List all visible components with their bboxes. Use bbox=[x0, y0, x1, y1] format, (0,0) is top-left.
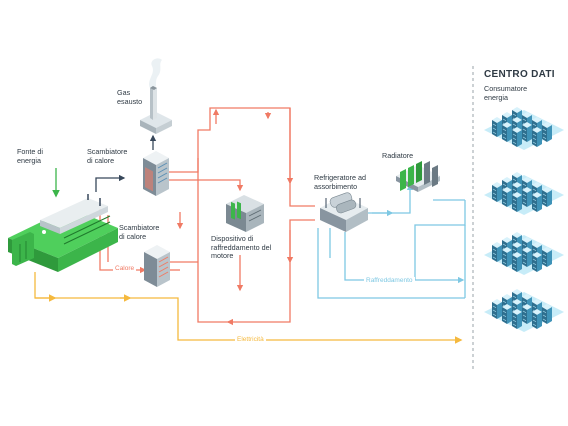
heat-lines bbox=[99, 107, 315, 326]
absorption-chiller-icon bbox=[320, 192, 368, 232]
absorption-chiller-label: Refrigeratore ad assorbimento bbox=[314, 173, 366, 191]
cooling-lines bbox=[317, 183, 466, 299]
generator-icon bbox=[8, 194, 118, 272]
electricity-lines bbox=[34, 272, 463, 344]
server-rack-group-3 bbox=[484, 231, 564, 275]
heat-exchanger-bottom-label: Scambiatore di calore bbox=[119, 223, 160, 241]
radiator-label: Radiatore bbox=[382, 151, 414, 160]
server-rack-group-1 bbox=[484, 106, 564, 150]
datacenter-title: CENTRO DATI bbox=[484, 69, 555, 80]
server-rack-group-2 bbox=[484, 171, 564, 215]
heat-flow-label: Calore bbox=[113, 265, 137, 272]
energy-consumer-label: Consumatore energia bbox=[484, 84, 528, 102]
heat-exchanger-bottom-icon bbox=[144, 245, 170, 287]
datacenter-rack-cluster bbox=[484, 106, 564, 332]
electricity-flow-label: Elettricità bbox=[235, 336, 266, 343]
engine-cooling-device-label: Dispositivo di raffreddamento del motore bbox=[211, 234, 272, 260]
chimney-icon bbox=[140, 58, 172, 134]
heat-exchanger-top-label: Scambiatore di calore bbox=[87, 147, 128, 165]
engine-cooling-device-icon bbox=[226, 195, 264, 232]
gas-exhaust-label: Gas esausto bbox=[117, 88, 143, 106]
server-rack-group-4 bbox=[484, 288, 564, 332]
heat-exchanger-top-icon bbox=[143, 151, 169, 196]
energy-source-label: Fonte di energia bbox=[17, 147, 43, 165]
cooling-flow-label: Raffreddamento bbox=[364, 277, 415, 284]
exhaust-connectors bbox=[95, 134, 157, 192]
radiator-icon bbox=[396, 161, 440, 192]
